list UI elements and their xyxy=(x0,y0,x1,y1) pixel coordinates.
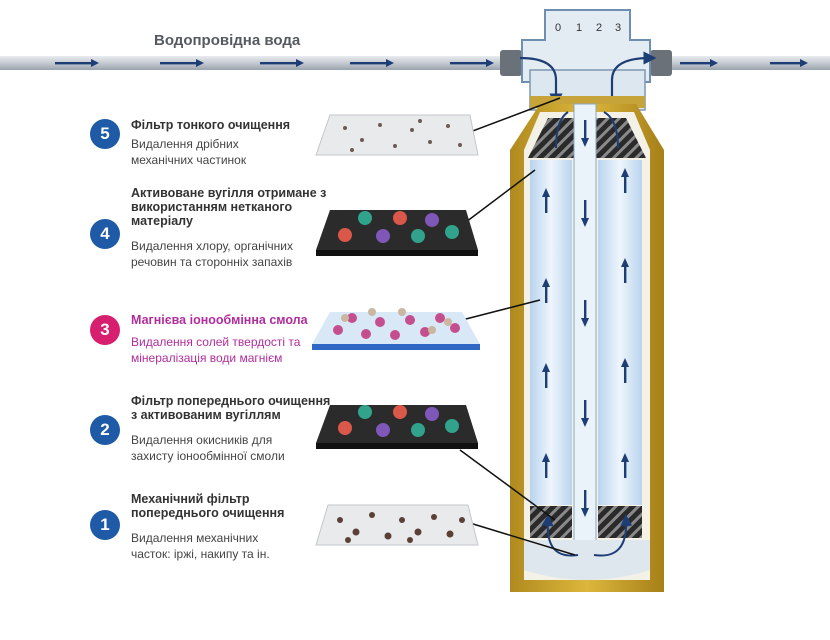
stage-5-description: Видалення дрібних механічних частинок xyxy=(131,137,247,167)
stage-5-badge: 5 xyxy=(90,119,120,149)
stage-2-badge: 2 xyxy=(90,415,120,445)
pad-fine-filter xyxy=(315,114,479,156)
stage-2-title: Фільтр попереднього очищення з активован… xyxy=(131,394,331,422)
stage-5-title: Фільтр тонкого очищення xyxy=(131,118,291,132)
u-turn-arrows xyxy=(541,111,633,557)
pad-mechanical-filter xyxy=(315,504,479,546)
stage-4-title: Активоване вугілля отримане з використан… xyxy=(131,186,327,228)
pipe-title: Водопровідна вода xyxy=(154,32,301,49)
leader-lines xyxy=(459,97,576,556)
stage-4-description: Видалення хлору, органічних речовин та с… xyxy=(131,239,293,269)
dial-mark-1: 1 xyxy=(576,22,583,34)
stage-1-badge: 1 xyxy=(90,510,120,540)
stage-3-description: Видалення солей твердості та мінералізац… xyxy=(131,335,301,365)
water-columns xyxy=(530,103,642,575)
pad-ion-exchange-resin xyxy=(312,308,480,350)
dial-mark-3: 3 xyxy=(615,22,622,34)
pad-activated-carbon xyxy=(316,210,478,256)
stage-3-title: Магнієва іонообмінна смола xyxy=(131,313,308,327)
pad-pre-carbon xyxy=(316,405,478,449)
stage-3-badge: 3 xyxy=(90,315,120,345)
stage-1-description: Видалення механічних часток: іржі, накип… xyxy=(131,531,270,561)
stage-2-description: Видалення окисників для захисту іонообмі… xyxy=(131,433,285,463)
stage-4-badge: 4 xyxy=(90,219,120,249)
pipe-flow-arrows xyxy=(55,59,808,67)
internal-flow-arrows xyxy=(542,120,629,517)
filter-head xyxy=(519,9,657,111)
dial-mark-0: 0 xyxy=(555,22,562,34)
dial-mark-2: 2 xyxy=(596,22,603,34)
stage-1-title: Механічний фільтр попереднього очищення xyxy=(131,492,285,520)
